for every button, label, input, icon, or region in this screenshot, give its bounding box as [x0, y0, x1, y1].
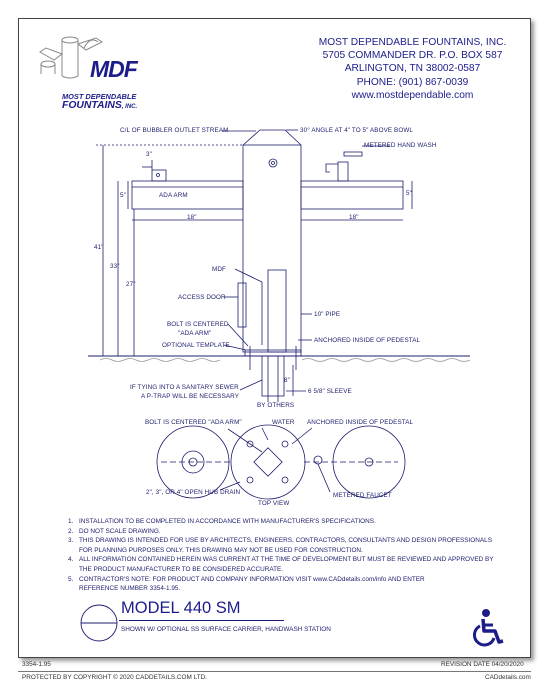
label-10-pipe: 10" PIPE — [314, 311, 341, 318]
section-symbol-icon — [80, 604, 118, 642]
label-metered-hand-wash: METERED HAND WASH — [364, 142, 437, 149]
label-angle-note: 30° ANGLE AT 4" TO 5" ABOVE BOWL — [300, 127, 413, 134]
label-dim-18-left: 18" — [187, 214, 197, 221]
ada-arm-left — [131, 180, 244, 210]
note-row: 1. INSTALLATION TO BE COMPLETED IN ACCORD… — [68, 517, 508, 527]
note-text: INSTALLATION TO BE COMPLETED IN ACCORDAN… — [79, 518, 376, 525]
label-dim-8: 8" — [284, 377, 290, 384]
label-dim-33: 33" — [110, 263, 120, 270]
label-anchored-inside-top: ANCHORED INSIDE OF PEDESTAL — [307, 419, 414, 426]
model-subtitle: SHOWN W/ OPTIONAL SS SURFACE CARRIER, HA… — [121, 626, 331, 633]
label-open-hub-drain: 2", 3", OR 4" OPEN HUB DRAIN — [146, 489, 241, 496]
label-metered-faucet: METERED FAUCET — [333, 492, 392, 499]
note-row: 5. CONTRACTOR'S NOTE: FOR PRODUCT AND COM… — [68, 575, 508, 585]
label-bolt-centered: BOLT IS CENTERED — [167, 321, 229, 328]
notes-list: 1. INSTALLATION TO BE COMPLETED IN ACCORD… — [68, 517, 508, 594]
footer-divider — [18, 671, 531, 672]
label-sleeve: 6 5/8" SLEEVE — [308, 388, 352, 395]
label-water: WATER — [272, 419, 295, 426]
note-number: 4. — [68, 556, 74, 564]
label-bolt-centered-top: BOLT IS CENTERED "ADA ARM" — [145, 419, 242, 426]
company-name: MOST DEPENDABLE FOUNTAINS, INC. — [318, 37, 507, 48]
company-website: www.mostdependable.com — [351, 89, 474, 101]
note-row: 3. THIS DRAWING IS INTENDED FOR USE BY AR… — [68, 536, 508, 546]
label-top-view: TOP VIEW — [258, 500, 290, 507]
footer-copyright: PROTECTED BY COPYRIGHT © 2020 CADDETAILS… — [22, 674, 207, 681]
drawing-frame — [18, 18, 531, 658]
label-dim-3: 3" — [146, 151, 152, 158]
label-dim-41: 41" — [94, 244, 104, 251]
hand-wash-arm-right — [300, 180, 404, 210]
note-row: 4. ALL INFORMATION CONTAINED HEREIN WAS C… — [68, 555, 508, 565]
label-dim-5-right: 5" — [406, 190, 412, 197]
company-phone: PHONE: (901) 867-0039 — [356, 76, 469, 88]
label-dim-27: 27" — [126, 281, 136, 288]
note-number: 5. — [68, 575, 74, 583]
pedestal-body — [242, 144, 302, 353]
note-number: 2. — [68, 527, 74, 535]
note-text: THE PRODUCT MANUFACTURER TO BE CONSIDERE… — [79, 565, 284, 573]
label-access-door: ACCESS DOOR — [178, 294, 226, 301]
company-address2: ARLINGTON, TN 38002-0587 — [344, 63, 481, 75]
footer-site: CADdetails.com — [485, 674, 531, 681]
logo-line1: MOST DEPENDABLE — [62, 92, 137, 101]
label-dim-5-left: 5" — [120, 192, 126, 199]
footer-revision: REVISION DATE 04/20/2020 — [441, 661, 524, 668]
note-text: DO NOT SCALE DRAWING. — [79, 527, 161, 535]
note-row: THE PRODUCT MANUFACTURER TO BE CONSIDERE… — [68, 565, 508, 575]
label-optional-template: OPTIONAL TEMPLATE — [162, 342, 230, 349]
note-row: 2. DO NOT SCALE DRAWING. — [68, 527, 508, 537]
label-dim-18-right: 18" — [349, 214, 359, 221]
access-door — [237, 282, 247, 328]
fountain-logo-icon — [39, 36, 103, 79]
note-number — [68, 565, 79, 575]
note-row: FOR PLANNING PURPOSES ONLY. THIS DRAWING… — [68, 546, 508, 556]
title-underline — [119, 620, 284, 621]
label-anchored-inside: ANCHORED INSIDE OF PEDESTAL — [314, 337, 421, 344]
company-address1: 5705 COMMANDER DR. P.O. BOX 587 — [322, 50, 503, 62]
label-by-others: BY OTHERS — [257, 402, 295, 409]
note-text: FOR PLANNING PURPOSES ONLY. THIS DRAWING… — [79, 546, 363, 554]
note-number — [68, 584, 79, 594]
label-sewer-line2: A P-TRAP WILL BE NECESSARY — [141, 393, 240, 400]
label-sewer-line1: IF TYING INTO A SANITARY SEWER — [130, 384, 239, 391]
company-block: MOST DEPENDABLE FOUNTAINS, INC. 5705 COM… — [300, 36, 525, 102]
label-mdf: MDF — [212, 266, 226, 273]
label-ada-arm: ADA ARM — [159, 192, 188, 199]
note-number: 3. — [68, 537, 74, 545]
logo-mark: MDF — [90, 56, 138, 82]
footer-ref: 3354-1.95 — [22, 661, 51, 668]
logo-line2: FOUNTAINS — [62, 100, 122, 111]
top-view — [156, 424, 406, 500]
note-number: 1. — [68, 518, 74, 525]
note-row: REFERENCE NUMBER 3354-1.95. — [68, 584, 508, 594]
note-text: REFERENCE NUMBER 3354-1.95. — [79, 585, 181, 593]
note-text: ALL INFORMATION CONTAINED HEREIN WAS CUR… — [79, 556, 494, 564]
model-title: MODEL 440 SM — [121, 599, 241, 617]
note-number — [68, 546, 79, 556]
note-text: THIS DRAWING IS INTENDED FOR USE BY ARCH… — [79, 537, 492, 545]
note-text: CONTRACTOR'S NOTE: FOR PRODUCT AND COMPA… — [79, 575, 425, 583]
wheelchair-accessibility-icon — [472, 609, 504, 647]
logo-suffix: , INC. — [121, 104, 138, 110]
label-ada-arm-quoted: "ADA ARM" — [178, 330, 212, 337]
label-bubbler-stream: C/L OF BUBBLER OUTLET STREAM — [120, 127, 229, 134]
